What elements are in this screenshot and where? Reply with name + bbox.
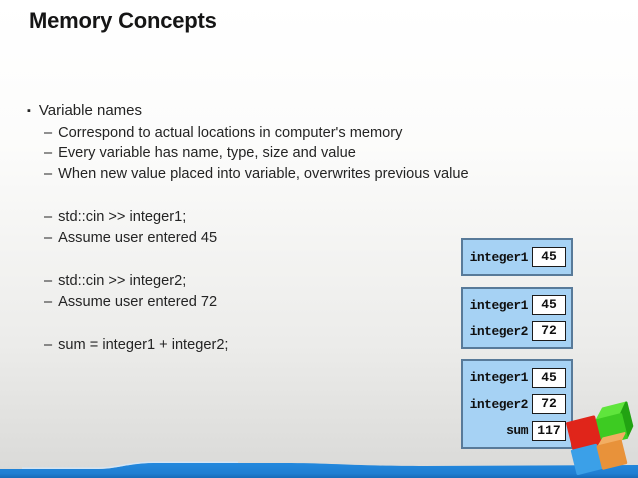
bullet-text: sum = integer1 + integer2; xyxy=(58,337,229,353)
dash-icon: – xyxy=(44,293,53,310)
memory-row: integer1 45 xyxy=(469,295,566,315)
memory-row: integer1 45 xyxy=(469,367,566,388)
bullet-text: std::cin >> integer1; xyxy=(58,209,187,225)
variable-value-box: 72 xyxy=(532,394,566,414)
bullet-line: –Assume user entered 72 xyxy=(27,292,487,313)
bullet-text: When new value placed into variable, ove… xyxy=(58,165,469,182)
bullet-text: Every variable has name, type, size and … xyxy=(58,145,356,161)
dash-icon: – xyxy=(44,337,53,353)
bullet-text: Assume user entered 45 xyxy=(58,229,218,246)
memory-row: sum 117 xyxy=(469,420,566,441)
bullet-text: std::cin >> integer2; xyxy=(58,273,187,289)
bottom-wave-bar xyxy=(0,461,638,478)
dash-icon: – xyxy=(44,165,53,182)
dash-icon: – xyxy=(44,124,53,141)
bullet-line: –sum = integer1 + integer2; xyxy=(27,335,487,356)
memory-row: integer2 72 xyxy=(469,321,566,341)
variable-name-label: integer1 xyxy=(469,297,529,313)
variable-name-label: integer2 xyxy=(469,323,529,339)
variable-value-box: 72 xyxy=(532,321,566,341)
bullet-text: Correspond to actual locations in comput… xyxy=(58,124,403,141)
variable-value-box: 45 xyxy=(532,247,566,267)
bullet-line: ▪ Variable names xyxy=(27,101,487,123)
memory-box-3: integer1 45 integer2 72 sum 117 xyxy=(461,359,573,449)
color-cube-logo xyxy=(566,401,634,476)
dash-icon: – xyxy=(44,209,53,225)
variable-value-box: 117 xyxy=(532,420,566,441)
memory-row: integer2 72 xyxy=(469,394,566,414)
bullet-line: –When new value placed into variable, ov… xyxy=(27,164,487,185)
bullet-line: –std::cin >> integer1; xyxy=(27,207,487,228)
bullet-line: –Every variable has name, type, size and… xyxy=(27,143,487,164)
bullet-line: –Correspond to actual locations in compu… xyxy=(27,123,487,144)
memory-row: integer1 45 xyxy=(469,247,566,267)
variable-name-label: integer2 xyxy=(469,396,529,412)
bullet-line: –std::cin >> integer2; xyxy=(27,271,487,292)
bullet-text: Variable names xyxy=(38,102,143,119)
variable-name-label: integer1 xyxy=(469,370,529,385)
dash-icon: – xyxy=(44,273,53,289)
variable-value-box: 45 xyxy=(532,295,566,315)
dash-icon: – xyxy=(44,229,53,246)
square-bullet-icon: ▪ xyxy=(27,104,31,117)
variable-name-label: integer1 xyxy=(469,249,529,265)
memory-box-1: integer1 45 xyxy=(461,238,573,276)
bullet-line: –Assume user entered 45 xyxy=(27,228,487,249)
dash-icon: – xyxy=(44,145,53,161)
bullet-list: ▪Variable names –Correspond to actual lo… xyxy=(27,101,487,356)
page-title: Memory Concepts xyxy=(29,8,217,33)
bullet-text: Assume user entered 72 xyxy=(58,293,218,310)
variable-value-box: 45 xyxy=(532,367,566,388)
memory-box-2: integer1 45 integer2 72 xyxy=(461,287,573,349)
variable-name-label: sum xyxy=(506,423,528,438)
